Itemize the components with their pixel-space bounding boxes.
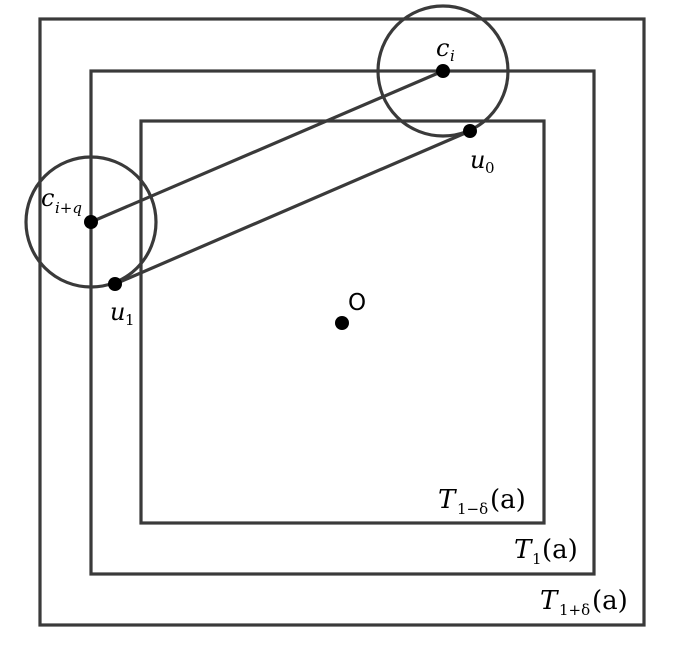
- point-u-1: [108, 277, 122, 291]
- svg-text:c: c: [41, 184, 54, 212]
- middle-square-t-1: [89, 69, 596, 576]
- svg-text:i: i: [450, 47, 455, 65]
- svg-text:(a): (a): [592, 586, 628, 616]
- svg-text:1: 1: [532, 550, 542, 568]
- svg-text:T: T: [514, 535, 533, 565]
- label-c-i: c i: [436, 34, 455, 65]
- svg-text:(a): (a): [490, 485, 526, 515]
- point-c-i-plus-q: [84, 215, 98, 229]
- label-t-1-minus-delta: T 1−δ (a): [438, 485, 526, 518]
- inner-square-t-1-minus-delta: [139, 119, 546, 525]
- svg-text:(a): (a): [542, 535, 578, 565]
- label-u-0: u 0: [470, 146, 495, 177]
- svg-text:1−δ: 1−δ: [457, 500, 488, 518]
- svg-text:1+δ: 1+δ: [559, 601, 590, 619]
- label-c-i-plus-q: c i+q: [41, 184, 82, 217]
- segment-c-i-to-c-i-plus-q: [90, 69, 444, 224]
- svg-text:c: c: [436, 34, 449, 62]
- svg-text:T: T: [540, 586, 559, 616]
- label-u-1: u 1: [110, 298, 135, 329]
- point-origin: [335, 316, 349, 330]
- label-t-1: T 1 (a): [514, 535, 578, 568]
- circle-around-c-i: [376, 4, 510, 138]
- label-origin: O: [348, 290, 366, 316]
- circle-around-c-i-plus-q: [24, 155, 158, 289]
- outer-square-t-1-plus-delta: [38, 17, 646, 627]
- point-u-0: [463, 124, 477, 138]
- label-t-1-plus-delta: T 1+δ (a): [540, 586, 628, 619]
- svg-text:i+q: i+q: [55, 199, 82, 217]
- svg-text:0: 0: [485, 159, 495, 177]
- svg-text:u: u: [470, 146, 485, 174]
- svg-text:T: T: [438, 485, 457, 515]
- point-c-i: [436, 64, 450, 78]
- svg-text:u: u: [110, 298, 125, 326]
- segment-u-0-to-u-1: [114, 129, 471, 286]
- svg-text:1: 1: [125, 311, 135, 329]
